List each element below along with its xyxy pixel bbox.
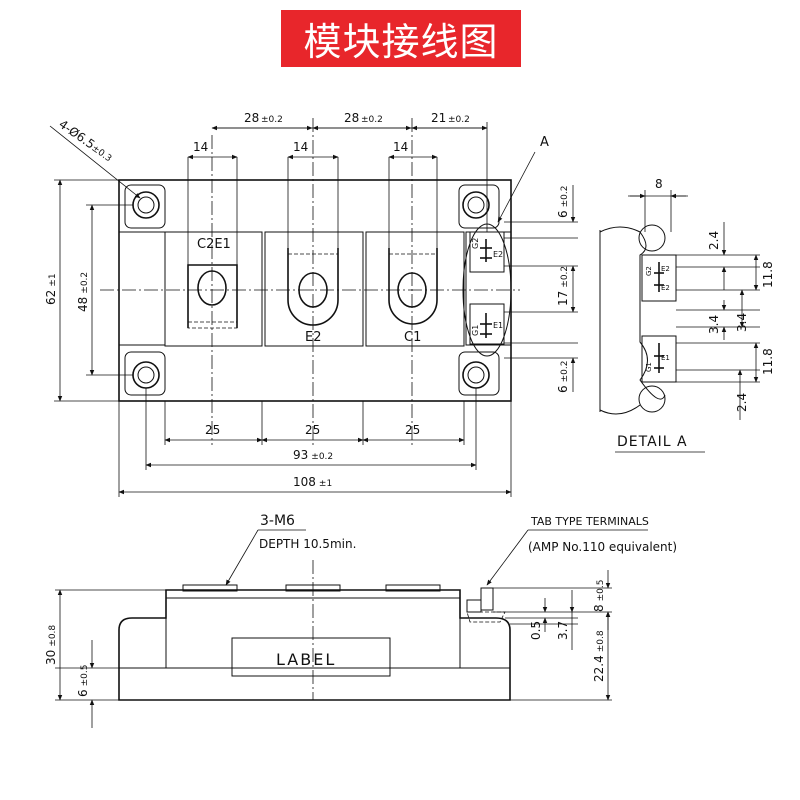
mount-hole-br (462, 361, 490, 389)
dim-side-height: 30±0.8 (44, 625, 58, 665)
compartment-e2 (264, 231, 364, 347)
label-e1-small: E1 (493, 321, 503, 330)
dim-tab-height: 8±0.5 (592, 580, 606, 613)
svg-text:G1: G1 (645, 362, 653, 372)
lug-top-right (458, 184, 500, 229)
label-c2e1: C2E1 (197, 237, 231, 252)
nut-3 (385, 584, 441, 592)
dim-height-total: 62±1 (44, 273, 58, 305)
dim-terminal-width-3: 14 (393, 140, 408, 154)
compartment-c2e1 (164, 231, 263, 347)
dim-pitch-left: 28 (244, 111, 259, 125)
tab-type-title: TAB TYPE TERMINALS (530, 515, 649, 528)
terminal-c2e1-lug (187, 264, 238, 328)
tab-terminal (480, 587, 494, 611)
dim-height-holes: 48±0.2 (76, 272, 90, 312)
label-e2-small: E2 (493, 250, 503, 259)
dim-detail-118-top: 11.8 (761, 261, 775, 288)
side-view: LABEL 3-M6 DEPTH 10.5min. TAB TYPE TERMI… (44, 513, 677, 728)
label-c1: C1 (404, 330, 421, 345)
dim-side-224: 22.4±0.8 (592, 630, 606, 682)
label-box (231, 637, 391, 677)
dim-holes-span: 93±0.2 (293, 448, 333, 462)
mount-hole-bl (132, 361, 160, 389)
svg-text:±0.2: ±0.2 (448, 115, 470, 125)
dim-terminal-width-1: 14 (193, 140, 208, 154)
detail-tab-g2e2 (641, 254, 677, 302)
dim-side-base: 6±0.5 (76, 665, 90, 698)
side-body (118, 589, 511, 701)
svg-text:G2: G2 (645, 266, 653, 276)
screw-spec: 3-M6 (260, 513, 295, 529)
tab-type-note: (AMP No.110 equivalent) (528, 540, 677, 554)
nut-1 (182, 584, 238, 592)
dim-pitch-right: 21 (431, 111, 446, 125)
dim-detail-width: 8 (655, 177, 663, 191)
lug-top-left (124, 184, 166, 229)
dim-bottom-25-2: 25 (305, 423, 320, 437)
svg-text:±0.2: ±0.2 (361, 115, 383, 125)
label-e2: E2 (305, 330, 322, 345)
dim-length-total: 108±1 (293, 475, 332, 489)
top-view: G2 E2 G1 E1 C2E1 E2 C1 28 ±0.2 28 ±0.2 2… (44, 111, 578, 497)
detail-a-ref: A (540, 135, 549, 150)
label-g1: G1 (471, 325, 480, 336)
dim-bottom-25-3: 25 (405, 423, 420, 437)
dim-right-6-bottom: 6±0.2 (556, 361, 570, 394)
dim-pitch-mid: 28 (344, 111, 359, 125)
svg-text:E2: E2 (661, 284, 670, 292)
dim-detail-118-bottom: 11.8 (761, 348, 775, 375)
detail-tab-g1e1 (641, 335, 677, 383)
terminal-c1-lug (388, 248, 438, 325)
label-text: LABEL (276, 650, 336, 669)
dim-detail-24-top: 2.4 (707, 231, 721, 250)
depth-note: DEPTH 10.5min. (259, 537, 356, 551)
svg-text:E2: E2 (661, 265, 670, 273)
dim-side-05: 0.5 (529, 621, 543, 640)
svg-text:±0.2: ±0.2 (261, 115, 283, 125)
detail-a-title: DETAIL A (617, 434, 688, 450)
module-outline (118, 179, 512, 402)
title-banner: 模块接线图 (281, 10, 521, 67)
page-title: 模块接线图 (303, 20, 499, 64)
dim-detail-34-b: 3.4 (735, 313, 749, 332)
dim-bottom-25-1: 25 (205, 423, 220, 437)
label-g2: G2 (471, 238, 480, 249)
tab-block-g1e1 (469, 303, 505, 345)
dim-terminal-width-2: 14 (293, 140, 308, 154)
dim-side-37: 3.7 (556, 621, 570, 640)
detail-a-view: G2 E2 E2 E1 G1 8 2.4 11.8 3.4 3.4 11.8 (599, 177, 775, 453)
compartment-c1 (365, 231, 465, 347)
mount-hole-tr (462, 191, 490, 219)
mount-hole-note: 4-Ø6.5±0.3 (56, 117, 115, 164)
lug-bottom-right (458, 351, 500, 396)
dim-right-6-top: 6±0.2 (556, 186, 570, 219)
lug-bottom-left (124, 351, 166, 396)
left-end-notch (119, 231, 166, 346)
svg-text:E1: E1 (661, 354, 670, 362)
dim-detail-24-bottom: 2.4 (735, 393, 749, 412)
dim-right-17: 17±0.2 (556, 266, 570, 306)
dim-detail-34-a: 3.4 (707, 315, 721, 334)
